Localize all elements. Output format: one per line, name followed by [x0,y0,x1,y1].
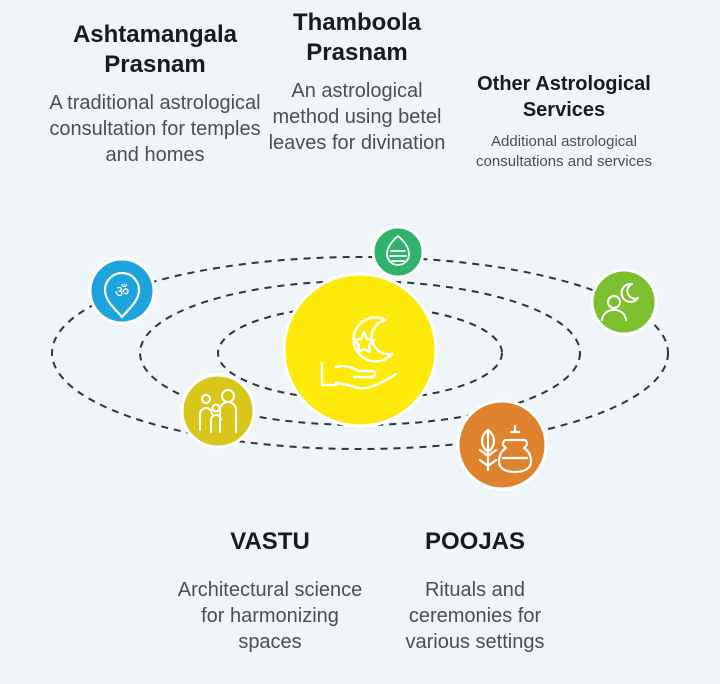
poojas-node [456,399,548,491]
outer-orbit [51,256,669,450]
ashtamangala-description: A traditional astrological consultation … [49,92,261,166]
vastu-description: Architectural science for harmonizing sp… [177,579,363,653]
vastu-title: VASTU [230,528,310,555]
other-services-title: Other Astrological Services [477,73,651,121]
other-services-block: Other Astrological Services Additional a… [458,72,670,171]
poojas-block: POOJAS Rituals and ceremonies for variou… [385,527,565,655]
ashtamangala-block: Ashtamangala Prasnam A traditional astro… [40,20,270,168]
ashtamangala-node: ॐ [88,257,156,325]
other-services-description: Additional astrological consultations an… [476,133,652,170]
vastu-node [180,373,256,449]
center-circle [282,272,438,428]
betel-leaf-icon [386,234,410,266]
vastu-block: VASTU Architectural science for harmoniz… [170,527,370,655]
moon-person-icon [601,282,639,321]
thamboola-block: Thamboola Prasnam An astrological method… [262,8,452,156]
om-pin-icon: ॐ [103,271,141,319]
svg-text:ॐ: ॐ [115,282,130,301]
hand-moon-star-icon [320,316,398,390]
thamboola-title: Thamboola Prasnam [292,9,421,66]
ashtamangala-title: Ashtamangala Prasnam [72,21,238,78]
family-icon [199,389,237,433]
poojas-title: POOJAS [424,528,526,555]
poojas-description: Rituals and ceremonies for various setti… [405,579,545,653]
thamboola-node [371,225,425,279]
thamboola-description: An astrological method using betel leave… [268,80,446,154]
pooja-items-icon [478,424,533,474]
other-services-node [590,268,658,336]
